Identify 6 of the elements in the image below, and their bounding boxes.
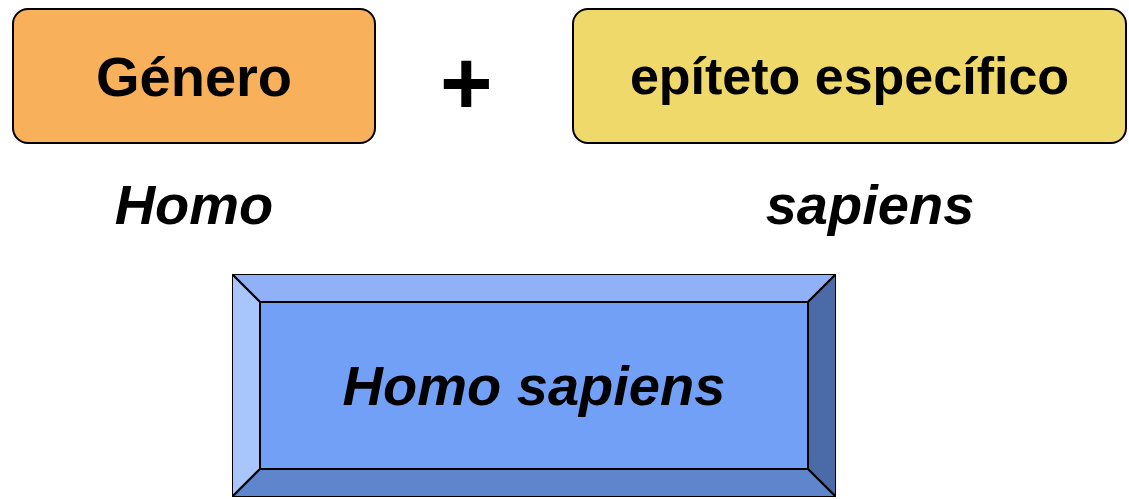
species-name: Homo sapiens: [342, 353, 726, 418]
example-name: sapiens: [764, 172, 976, 237]
term-box: Género: [12, 8, 376, 144]
plus-sign: +: [440, 38, 493, 128]
example-name: Homo: [113, 172, 275, 237]
term-box: epíteto específico: [572, 8, 1127, 144]
